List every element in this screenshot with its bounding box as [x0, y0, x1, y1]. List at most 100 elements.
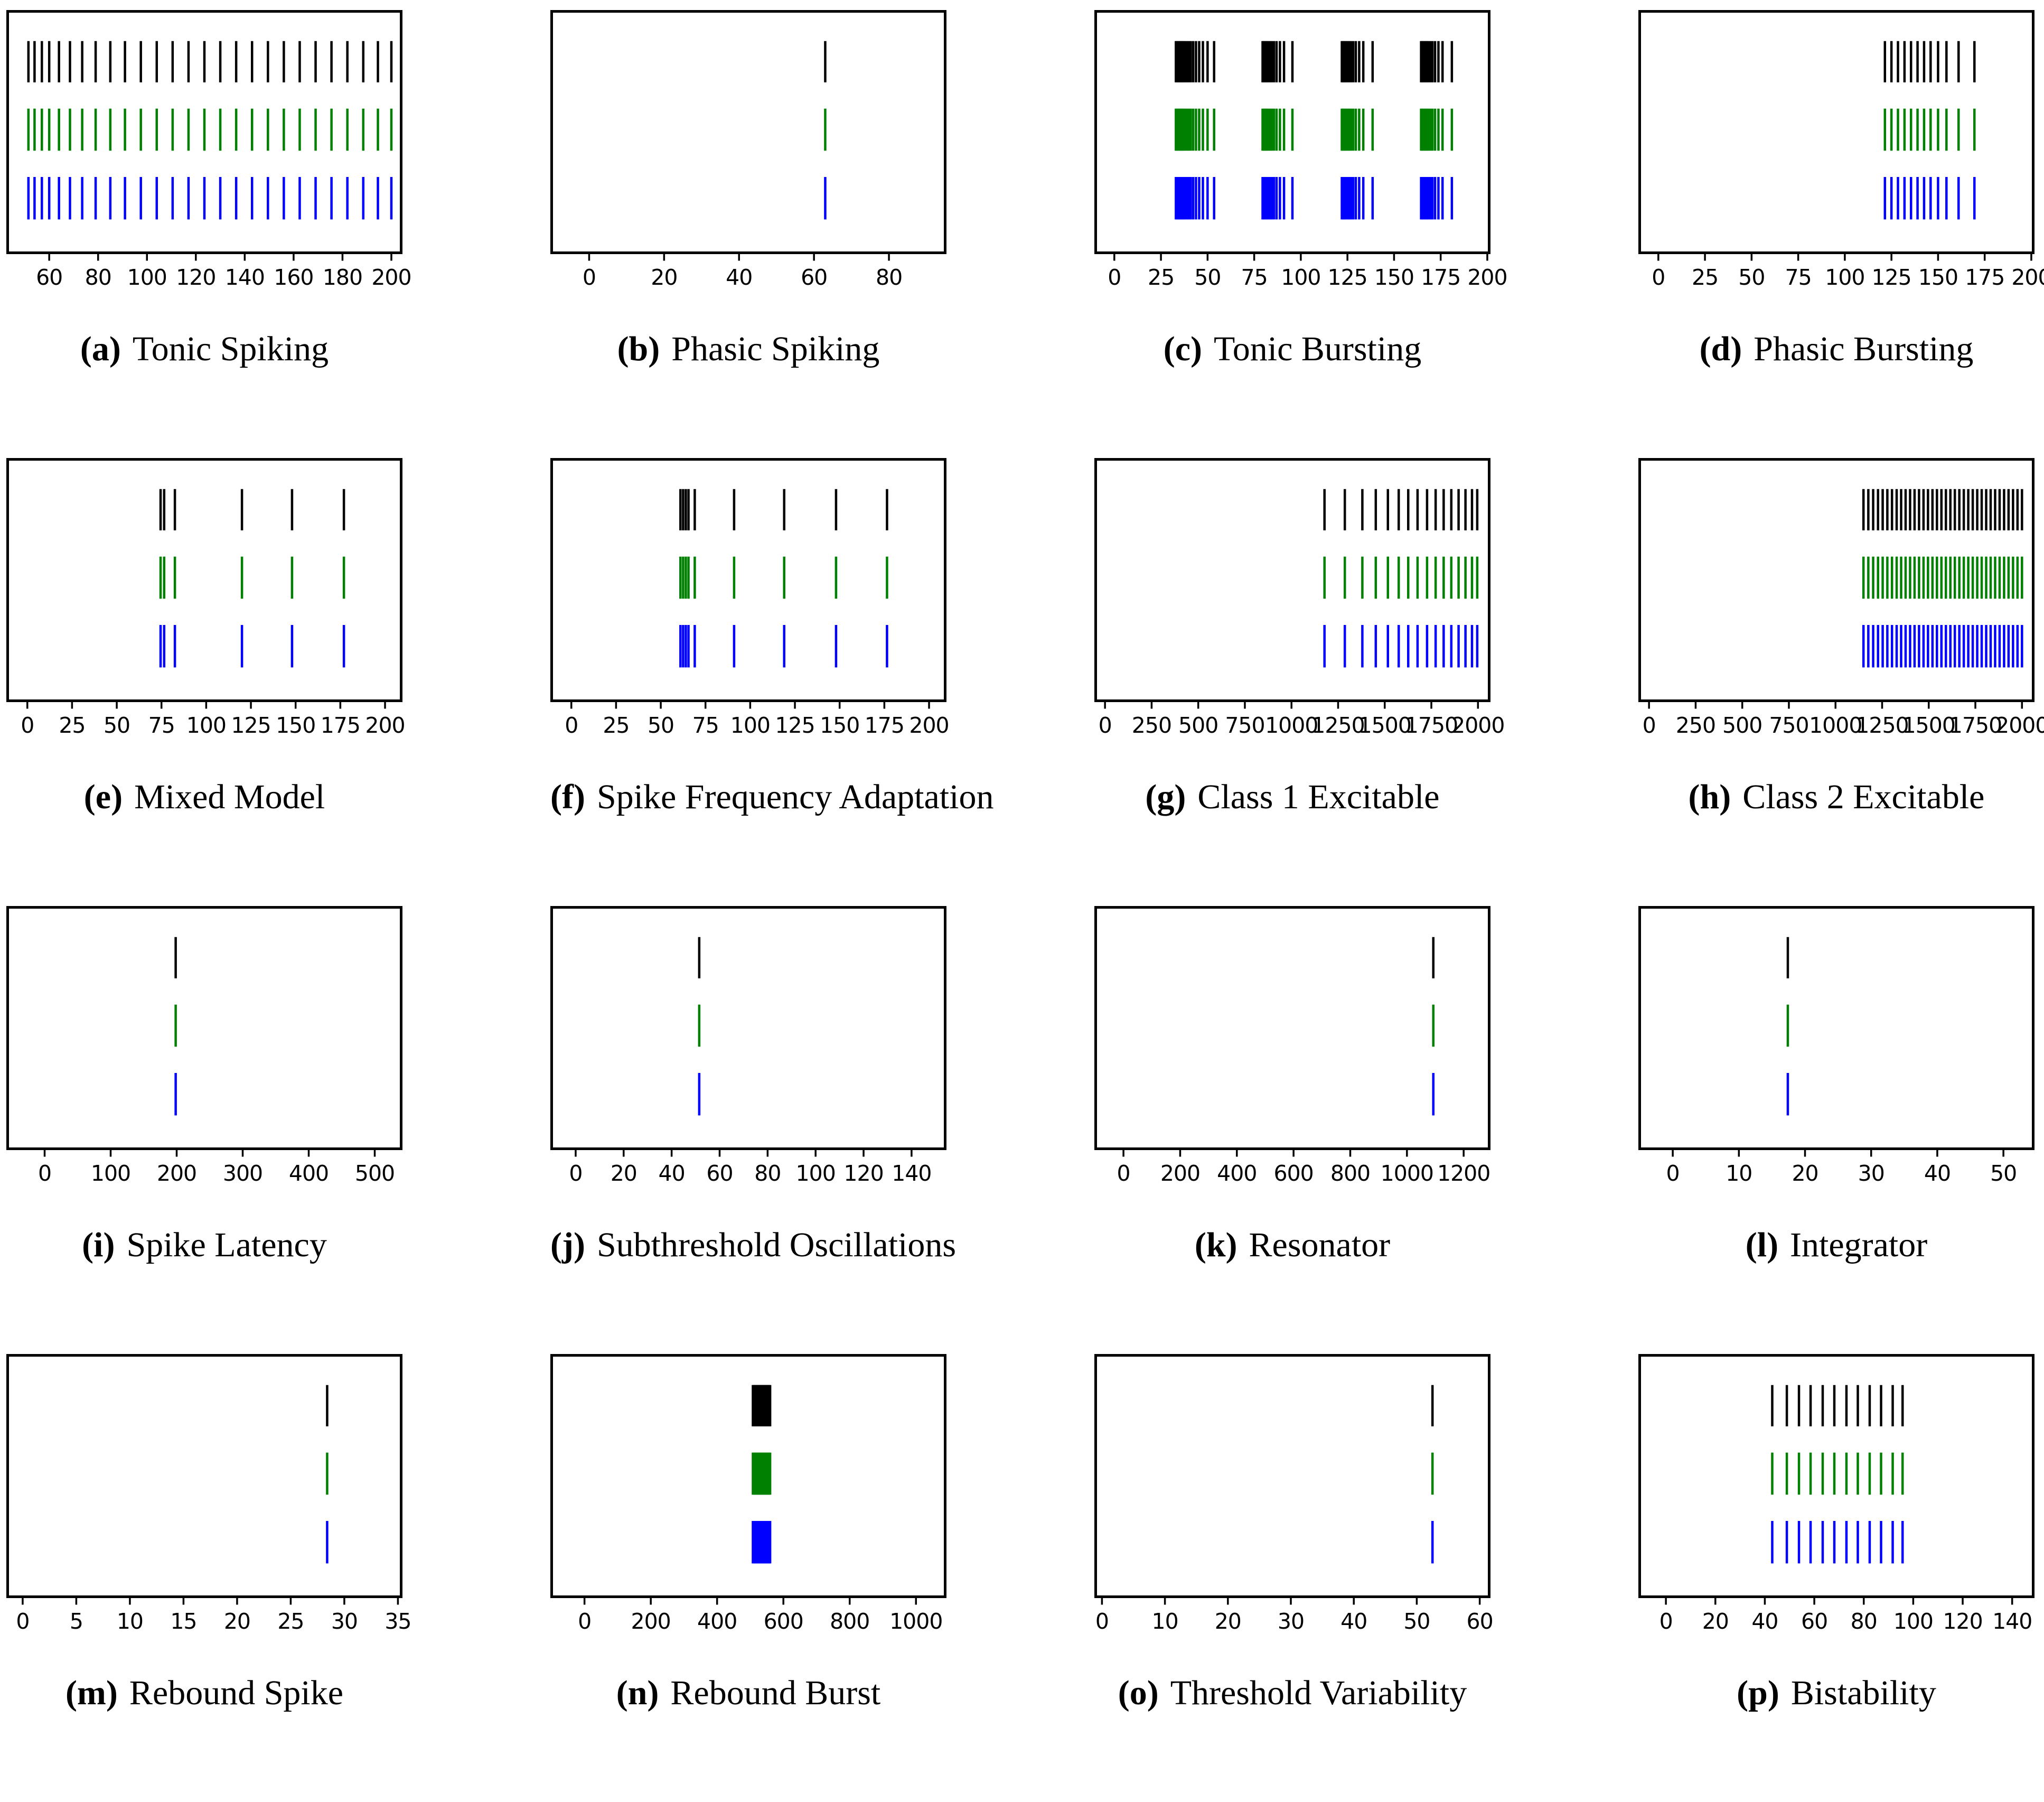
tick-label: 180	[323, 265, 362, 290]
tick-label: 75	[1785, 265, 1812, 290]
caption-title: Tonic Spiking	[132, 330, 329, 368]
tick-label: 500	[1722, 713, 1762, 738]
tick-label: 0	[1117, 1161, 1130, 1186]
plot-frame	[6, 458, 402, 702]
tick-label: 50	[104, 713, 130, 738]
plot-frame	[1638, 10, 2034, 254]
tick-label: 40	[1340, 1609, 1367, 1634]
tick-label: 25	[59, 713, 85, 738]
tick-label: 1000	[1381, 1161, 1433, 1186]
caption-letter: (a)	[80, 330, 121, 368]
caption-letter: (k)	[1194, 1226, 1237, 1264]
tick-label: 150	[1374, 265, 1414, 290]
tick-label: 140	[225, 265, 265, 290]
spike-train-green	[752, 1452, 772, 1495]
caption-title: Resonator	[1249, 1226, 1391, 1264]
tick-label: 60	[1801, 1609, 1827, 1634]
tick-label: 20	[611, 1161, 637, 1186]
tick-label: 20	[1792, 1161, 1818, 1186]
tick-label: 80	[754, 1161, 781, 1186]
spike-train-black	[1862, 489, 2023, 530]
tick-label: 10	[1726, 1161, 1752, 1186]
caption-title: Bistability	[1790, 1674, 1936, 1712]
spike-train-green	[679, 556, 888, 599]
spike-train-blue	[159, 625, 345, 668]
tick-label: 30	[1858, 1161, 1884, 1186]
caption-letter: (f)	[550, 778, 585, 816]
caption-letter: (m)	[65, 1674, 118, 1712]
tick-label: 600	[764, 1609, 803, 1634]
tick-label: 150	[1918, 265, 1958, 290]
caption-p: (p) Bistability	[1638, 1673, 2034, 1713]
tick-label: 75	[148, 713, 175, 738]
tick-label: 50	[1194, 265, 1221, 290]
tick-label: 0	[583, 265, 596, 290]
caption-letter: (b)	[617, 330, 660, 368]
tick-label: 60	[801, 265, 827, 290]
caption-letter: (n)	[616, 1674, 659, 1712]
tick-label: 15	[170, 1609, 196, 1634]
tick-label: 25	[1148, 265, 1174, 290]
tick-label: 50	[1403, 1609, 1430, 1634]
caption-title: Rebound Spike	[129, 1674, 344, 1712]
tick-label: 40	[1924, 1161, 1951, 1186]
tick-label: 2000	[1995, 713, 2044, 738]
tick-label: 750	[1225, 713, 1264, 738]
tick-label: 1500	[1902, 713, 1955, 738]
caption-letter: (p)	[1737, 1674, 1779, 1712]
caption-g: (g)Class 1 Excitable	[1094, 777, 1490, 817]
tick-label: 25	[277, 1609, 304, 1634]
tick-label: 400	[289, 1161, 329, 1186]
tick-label: 0	[38, 1161, 51, 1186]
tick-label: 100	[186, 713, 226, 738]
tick-label: 60	[36, 265, 62, 290]
tick-label: 40	[726, 265, 752, 290]
tick-label: 100	[127, 265, 167, 290]
caption-f: (f)Spike Frequency Adaptation	[550, 777, 993, 817]
caption-letter: (g)	[1145, 778, 1186, 816]
plot-frame	[1094, 458, 1490, 702]
tick-label: 1200	[1437, 1161, 1490, 1186]
plot-frame	[550, 1354, 946, 1598]
tick-label: 800	[830, 1609, 869, 1634]
tick-label: 25	[603, 713, 629, 738]
tick-label: 125	[1328, 265, 1367, 290]
tick-label: 1000	[889, 1609, 942, 1634]
tick-label: 120	[176, 265, 215, 290]
tick-label: 0	[565, 713, 578, 738]
caption-title: Tonic Bursting	[1214, 330, 1422, 368]
caption-title: Rebound Burst	[670, 1674, 881, 1712]
spike-train-black	[1323, 489, 1479, 530]
plot-frame	[1638, 906, 2034, 1150]
tick-label: 200	[157, 1161, 196, 1186]
tick-label: 80	[85, 265, 111, 290]
spike-train-black	[159, 489, 345, 530]
caption-e: (e)Mixed Model	[6, 777, 402, 817]
tick-label: 120	[843, 1161, 883, 1186]
spike-train-green	[1862, 556, 2023, 599]
tick-label: 400	[1217, 1161, 1257, 1186]
tick-label: 150	[276, 713, 315, 738]
tick-label: 0	[569, 1161, 582, 1186]
